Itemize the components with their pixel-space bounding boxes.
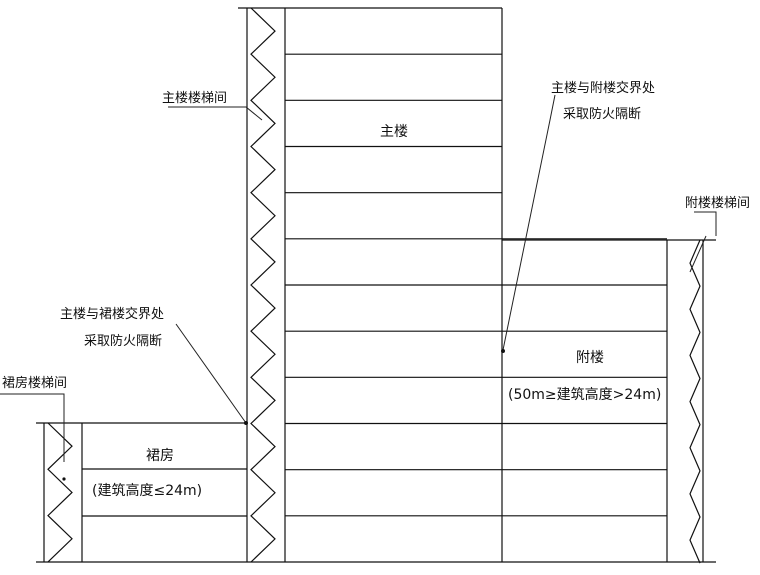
main-stair-leader [168, 106, 263, 121]
main-building-floors [285, 53, 667, 517]
podium-stair-label: 裙房楼梯间 [2, 375, 67, 391]
main-annex-note-line1: 主楼与附楼交界处 [551, 80, 655, 96]
main-stair-label: 主楼楼梯间 [162, 91, 227, 106]
annex-stair-leader-top [694, 211, 717, 236]
annex-stair-label: 附楼楼梯间 [685, 196, 750, 211]
podium-height-label: (建筑高度≤24m) [92, 482, 202, 499]
main-stair-zigzag [250, 7, 276, 563]
podium-stair-leader [0, 393, 65, 462]
podium-stair-zigzag [47, 422, 73, 563]
podium-building-outline [36, 422, 247, 562]
podium-stair-leader-dot [62, 477, 66, 481]
podium-label: 裙房 [146, 448, 174, 464]
annex-stair-leader [689, 235, 707, 273]
main-podium-leader [175, 323, 247, 424]
main-podium-leader-dot [244, 421, 248, 425]
main-annex-leader-dot [501, 349, 505, 353]
podium-building-floors [82, 468, 247, 517]
leader-lines [0, 94, 717, 481]
main-annex-leader [502, 94, 556, 351]
main-annex-note-line2: 采取防火隔断 [563, 106, 641, 122]
main-building-label: 主楼 [380, 124, 408, 140]
main-podium-note-line1: 主楼与裙楼交界处 [60, 306, 164, 322]
annex-building-outline [502, 239, 716, 562]
annex-label: 附楼 [576, 350, 604, 366]
annex-stair-zigzag [689, 239, 701, 564]
annex-height-label: (50m≥建筑高度>24m) [508, 386, 661, 403]
main-podium-note-line2: 采取防火隔断 [84, 333, 162, 349]
